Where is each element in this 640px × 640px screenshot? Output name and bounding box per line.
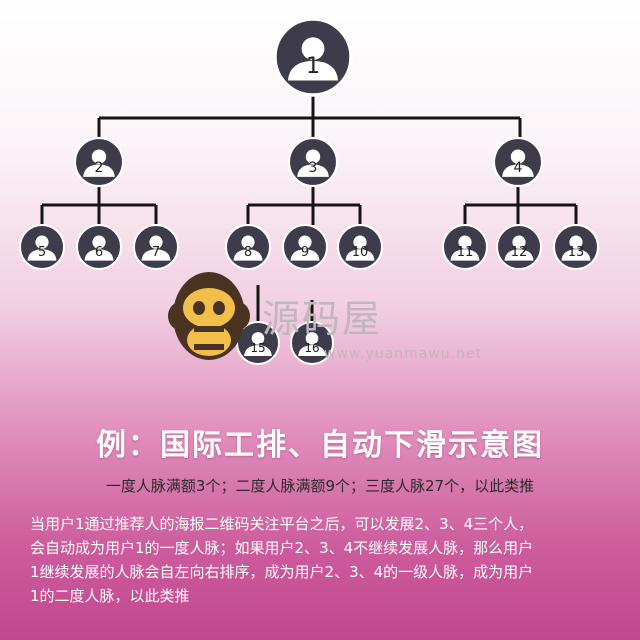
user-avatar-icon [149, 235, 163, 249]
person-node: 9 [282, 224, 328, 270]
user-avatar-icon [510, 149, 526, 164]
node-label: 8 [244, 245, 252, 260]
monkey-logo-icon [168, 272, 250, 360]
person-node: 15 [236, 321, 280, 365]
user-avatar-icon [512, 235, 526, 249]
description-text: 当用户1通过推荐人的海报二维码关注平台之后，可以发展2、3、4三个人， 会自动成… [30, 515, 534, 605]
user-avatar-icon [298, 235, 312, 249]
node-label: 2 [95, 160, 104, 176]
person-node: 1 [273, 17, 353, 97]
user-avatar-icon [353, 235, 367, 249]
user-avatar-icon [305, 149, 321, 164]
node-label: 7 [152, 245, 160, 260]
node-label: 12 [511, 245, 528, 260]
user-avatar-icon [35, 235, 49, 249]
subtitle: 一度人脉满额3个；二度人脉满额9个；三度人脉27个，以此类推 [105, 477, 535, 495]
user-avatar-icon [251, 332, 265, 345]
watermark-name: 源码屋 [262, 297, 383, 341]
user-avatar-icon [458, 235, 472, 249]
node-label: 10 [352, 245, 369, 260]
node-label: 9 [301, 245, 309, 260]
person-node: 7 [133, 224, 179, 270]
person-node: 12 [496, 224, 542, 270]
node-label: 15 [250, 341, 265, 355]
node-label: 16 [304, 341, 319, 355]
person-node: 13 [553, 224, 599, 270]
person-node: 2 [73, 136, 125, 188]
person-node: 11 [442, 224, 488, 270]
person-node: 16 [290, 321, 334, 365]
person-node: 5 [19, 224, 65, 270]
node-label: 5 [38, 245, 46, 260]
person-node: 10 [337, 224, 383, 270]
node-label: 11 [457, 245, 474, 260]
user-avatar-icon [305, 332, 319, 345]
node-label: 1 [306, 54, 320, 79]
person-node: 4 [492, 136, 544, 188]
person-node: 6 [76, 224, 122, 270]
user-avatar-icon [569, 235, 583, 249]
person-node: 3 [287, 136, 339, 188]
person-node: 8 [225, 224, 271, 270]
watermark-url: www.yuanmawu.net [324, 346, 483, 362]
user-avatar-icon [241, 235, 255, 249]
user-avatar-icon [92, 235, 106, 249]
user-avatar-icon [301, 37, 325, 61]
node-label: 6 [95, 245, 103, 260]
node-label: 3 [309, 160, 318, 176]
page-title: 例：国际工排、自动下滑示意图 [96, 428, 544, 463]
user-avatar-icon [91, 149, 107, 164]
node-label: 13 [568, 245, 585, 260]
node-label: 4 [514, 160, 523, 176]
